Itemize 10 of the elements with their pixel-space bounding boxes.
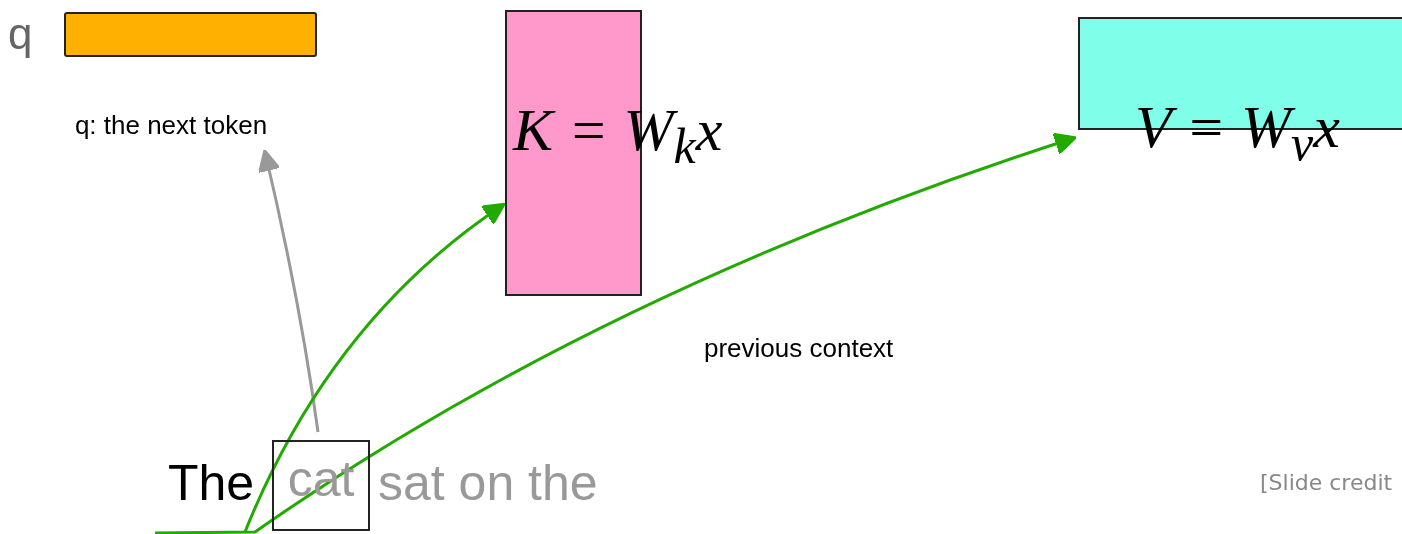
token-text: q: the next token	[73, 112, 269, 138]
arrow	[155, 132, 1078, 534]
arrow	[243, 202, 506, 534]
query-bar	[64, 12, 317, 57]
vector-label: q	[8, 12, 33, 56]
arrow	[258, 148, 320, 433]
annotation-text: previous context	[704, 334, 894, 364]
sentence-words: sat on the	[378, 455, 598, 513]
sentence-word: The	[168, 455, 255, 513]
credit-text: [Slide credit	[1260, 470, 1393, 496]
